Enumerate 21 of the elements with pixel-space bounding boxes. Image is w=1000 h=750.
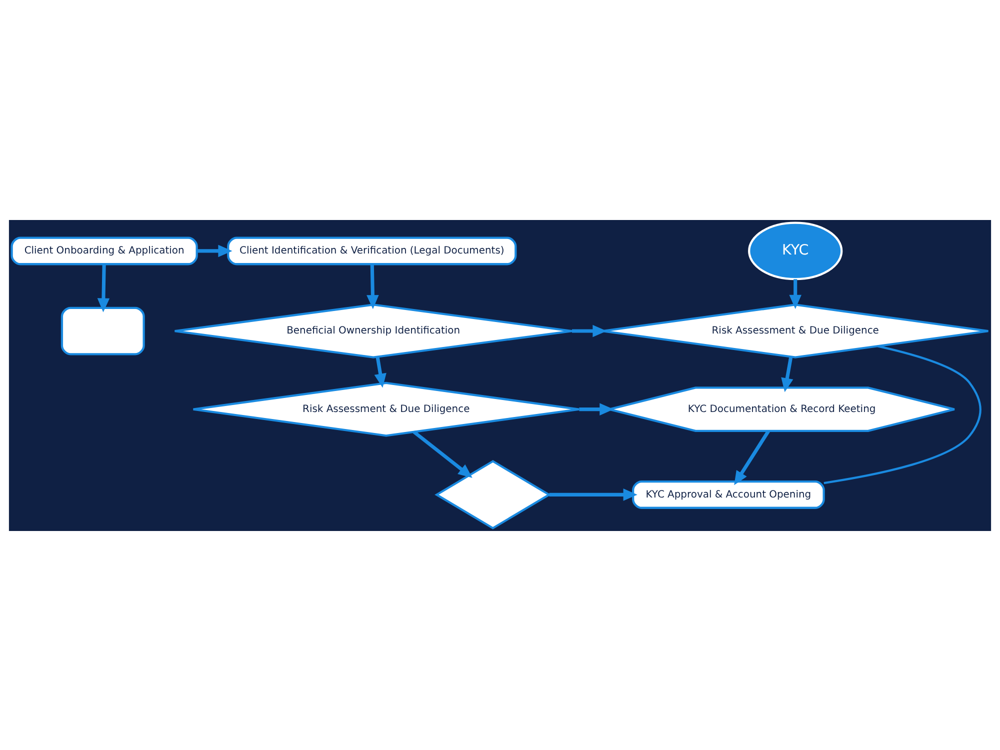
arrow: [579, 402, 614, 415]
node-box: [60, 306, 145, 355]
node-diamond: Risk Assessment & Due Diligence: [192, 381, 580, 436]
node-ellipse: KYC: [748, 221, 843, 280]
arrow: [572, 324, 607, 337]
node-diamond: Beneficial Ownership Identification: [174, 303, 573, 358]
node-box: KYC Approval & Account Opening: [632, 480, 825, 508]
arrow: [374, 356, 386, 388]
node-box: Client Onboarding & Application: [10, 236, 198, 265]
arrow: [197, 244, 232, 257]
arrow: [366, 264, 379, 309]
node-diamond: Risk Assessment & Due Diligence: [601, 303, 990, 358]
node-box: Client Identification & Verification (Legal Documents): [227, 236, 517, 265]
arrow: [734, 430, 770, 485]
arrow: [412, 430, 472, 478]
node-diamond: [434, 460, 552, 529]
arrow: [97, 264, 110, 312]
connector: [824, 344, 982, 484]
arrow: [789, 278, 802, 308]
arrow: [549, 488, 638, 500]
arrow: [781, 356, 794, 392]
